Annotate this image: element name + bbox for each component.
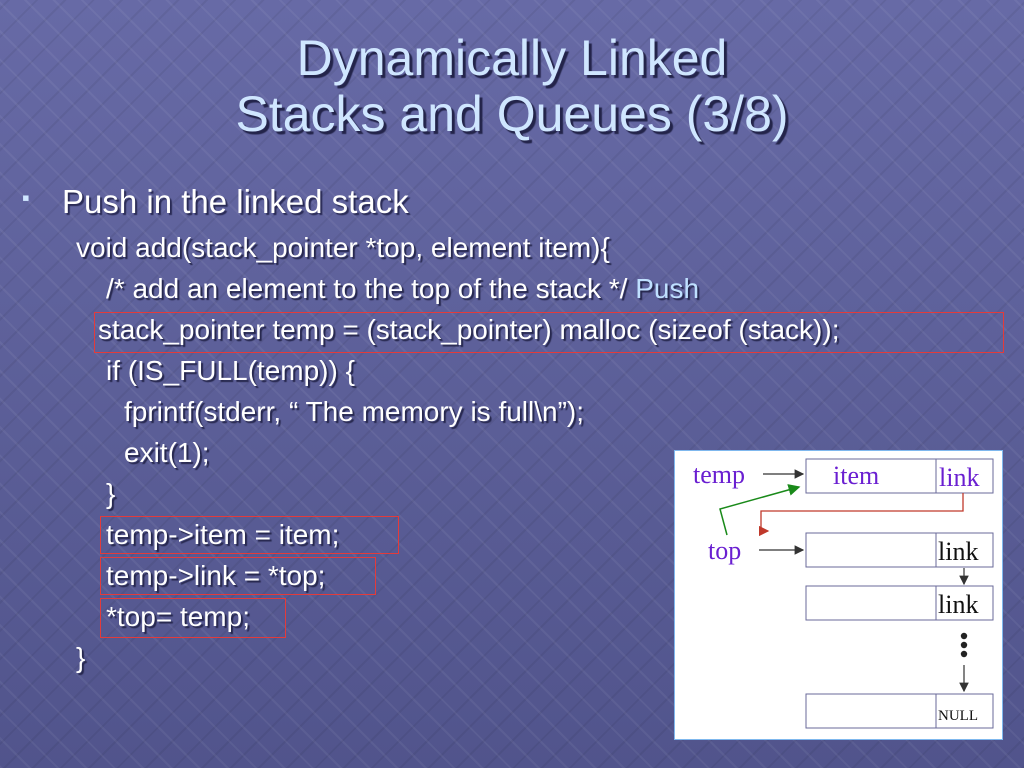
code-line-9: temp->link = *top; [106, 560, 326, 591]
node-2-link-label: link [938, 537, 978, 566]
highlight-box-malloc [94, 312, 1004, 353]
top-label: top [708, 536, 741, 565]
linked-stack-diagram: temp item link top link link [674, 450, 1003, 740]
node-2-link-cell [935, 532, 994, 568]
code-line-5: fprintf(stderr, “ The memory is full\n”)… [124, 396, 585, 427]
new-node-item-cell [805, 458, 937, 494]
node-3-link-label: link [938, 590, 978, 619]
code-line-11: } [76, 642, 86, 673]
code-line-7: } [106, 478, 116, 509]
push-label: Push [635, 273, 700, 304]
node-2-item-cell [805, 532, 937, 568]
code-line-8: temp->item = item; [106, 519, 340, 550]
top-to-temp-green-arrow [719, 484, 801, 536]
highlight-box-item [100, 516, 399, 554]
code-line-2: /* add an element to the top of the stac… [106, 273, 699, 305]
slide-title: Dynamically Linked Stacks and Queues (3/… [0, 30, 1024, 142]
ellipsis-dots-icon [960, 632, 968, 658]
slide-title-line-1: Dynamically Linked [296, 30, 728, 86]
new-node-link-label: link [939, 463, 979, 492]
slide-title-line-2: Stacks and Queues (3/8) [235, 86, 789, 142]
code-line-6: exit(1); [124, 437, 210, 468]
last-node-item-cell [805, 693, 937, 729]
temp-label: temp [693, 460, 745, 489]
new-node-link-cell [935, 458, 994, 494]
node-3-item-cell [805, 585, 937, 621]
code-line-3: stack_pointer temp = (stack_pointer) mal… [98, 314, 840, 345]
code-line-1: void add(stack_pointer *top, element ite… [76, 232, 610, 263]
last-node-link-cell [935, 693, 994, 729]
node-3-link-cell [935, 585, 994, 621]
code-comment: /* add an element to the top of the stac… [106, 273, 628, 304]
link-to-old-top-red-arrow [758, 493, 964, 537]
code-line-4: if (IS_FULL(temp)) { [106, 355, 355, 386]
code-line-10: *top= temp; [106, 601, 250, 632]
null-label: NULL [938, 708, 978, 724]
square-bullet-icon: ▪ [22, 185, 30, 210]
highlight-box-link [100, 557, 376, 595]
highlight-box-top [100, 598, 286, 638]
item-label: item [833, 461, 879, 490]
diagram-canvas: temp item link top link link [693, 458, 994, 729]
bullet-heading: Push in the linked stack [62, 183, 409, 220]
